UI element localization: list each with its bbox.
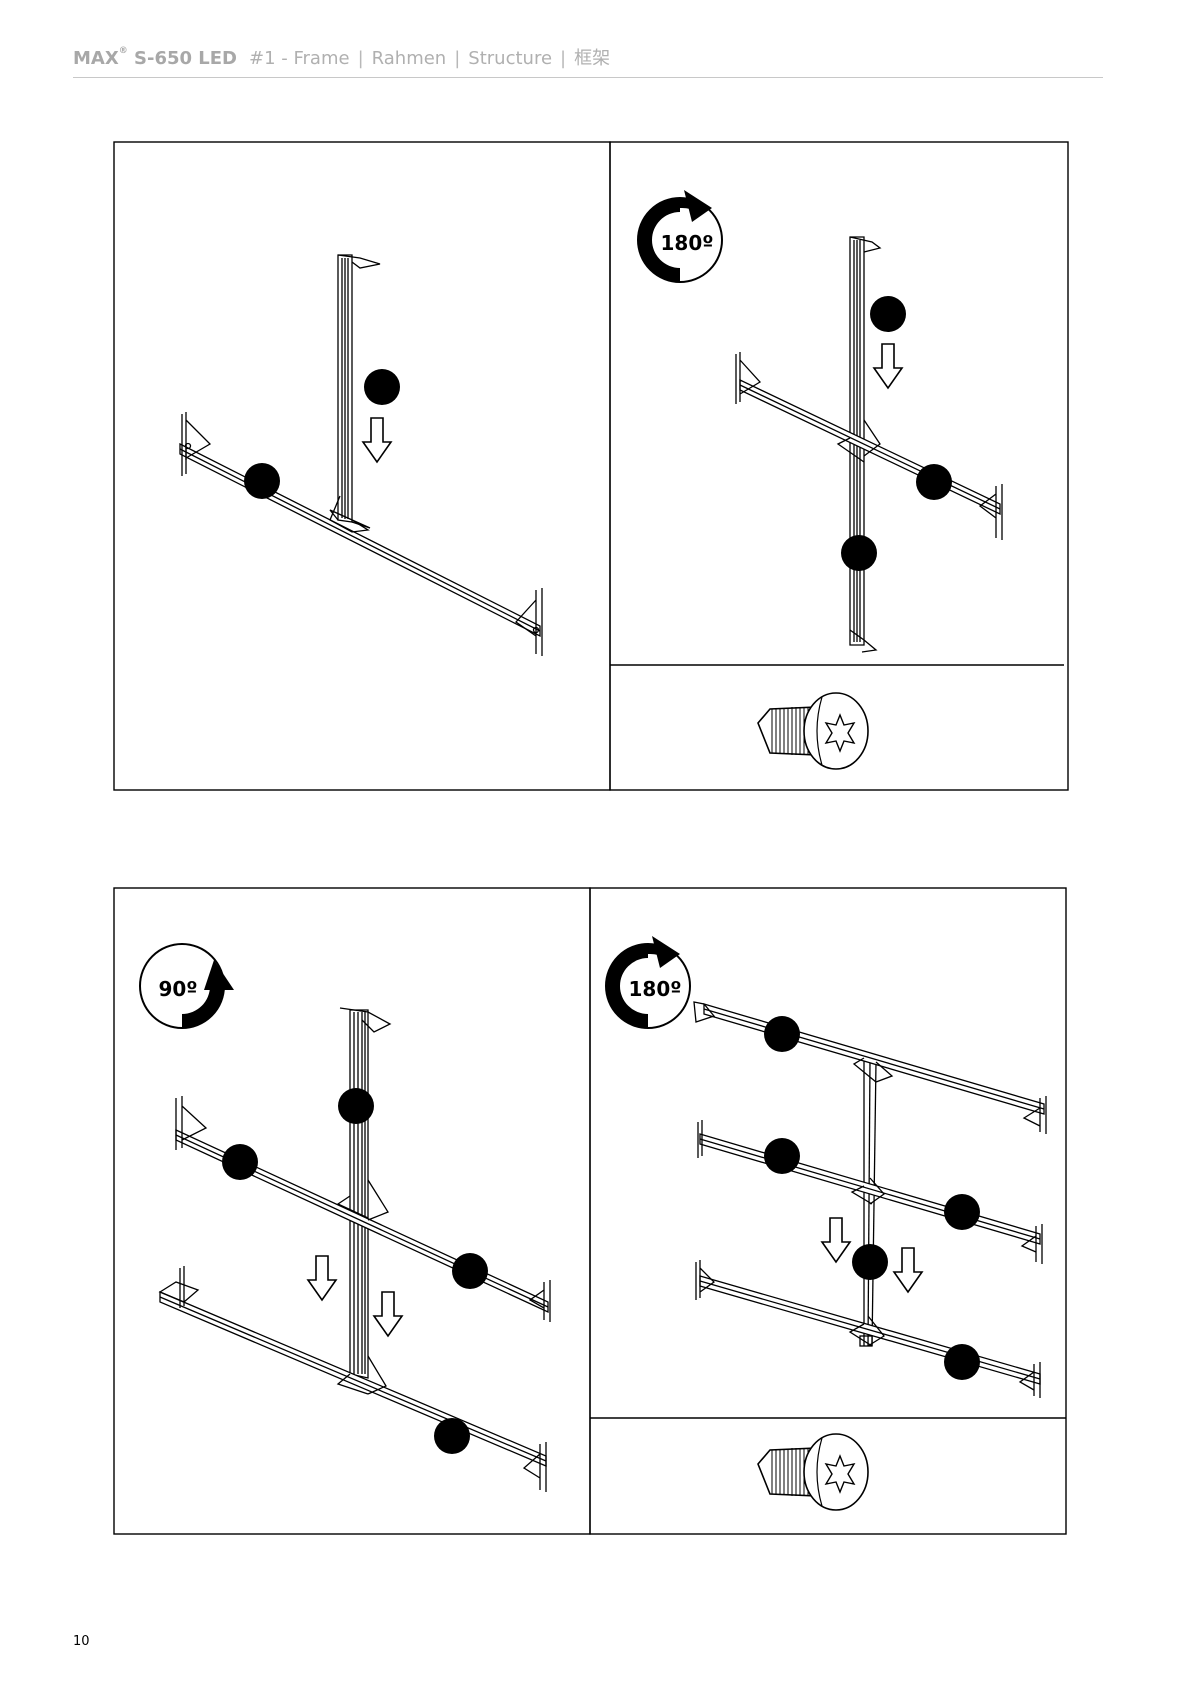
rotate-90-icon: 90º	[140, 944, 234, 1028]
screw-marker	[364, 369, 400, 405]
down-arrow-icon	[363, 418, 391, 462]
screw-marker	[452, 1253, 488, 1289]
screw-marker	[870, 296, 906, 332]
screw-marker	[764, 1138, 800, 1174]
frame-assembly-step4	[694, 1002, 1046, 1398]
screw-marker	[944, 1194, 980, 1230]
screw-marker	[244, 463, 280, 499]
frame-assembly-step1	[180, 255, 542, 656]
screw-marker	[944, 1344, 980, 1380]
rotation-angle-label: 180º	[660, 231, 713, 255]
step3-panel: 90º	[114, 888, 590, 1534]
screw-marker	[916, 464, 952, 500]
frame-assembly-step2	[736, 237, 1002, 652]
page-number: 10	[73, 1634, 90, 1649]
down-arrow-icon	[874, 344, 902, 388]
screw-marker	[764, 1016, 800, 1052]
step2-panel: 180º	[610, 142, 1068, 790]
rotate-180-icon: 180º	[638, 190, 722, 282]
screw-icon	[758, 693, 868, 769]
down-arrow-icon	[308, 1256, 336, 1300]
rotate-180-icon: 180º	[606, 936, 690, 1028]
screw-icon	[758, 1434, 868, 1510]
step4-panel: 180º	[590, 888, 1066, 1534]
step1-panel	[114, 142, 610, 790]
screw-marker	[841, 535, 877, 571]
screw-marker	[338, 1088, 374, 1124]
rotation-angle-label: 90º	[158, 977, 197, 1001]
frame-assembly-step3	[160, 1008, 550, 1492]
down-arrow-icon	[894, 1248, 922, 1292]
rotation-angle-label: 180º	[628, 977, 681, 1001]
screw-marker	[852, 1244, 888, 1280]
screw-marker	[434, 1418, 470, 1454]
screw-marker	[222, 1144, 258, 1180]
down-arrow-icon	[822, 1218, 850, 1262]
down-arrow-icon	[374, 1292, 402, 1336]
